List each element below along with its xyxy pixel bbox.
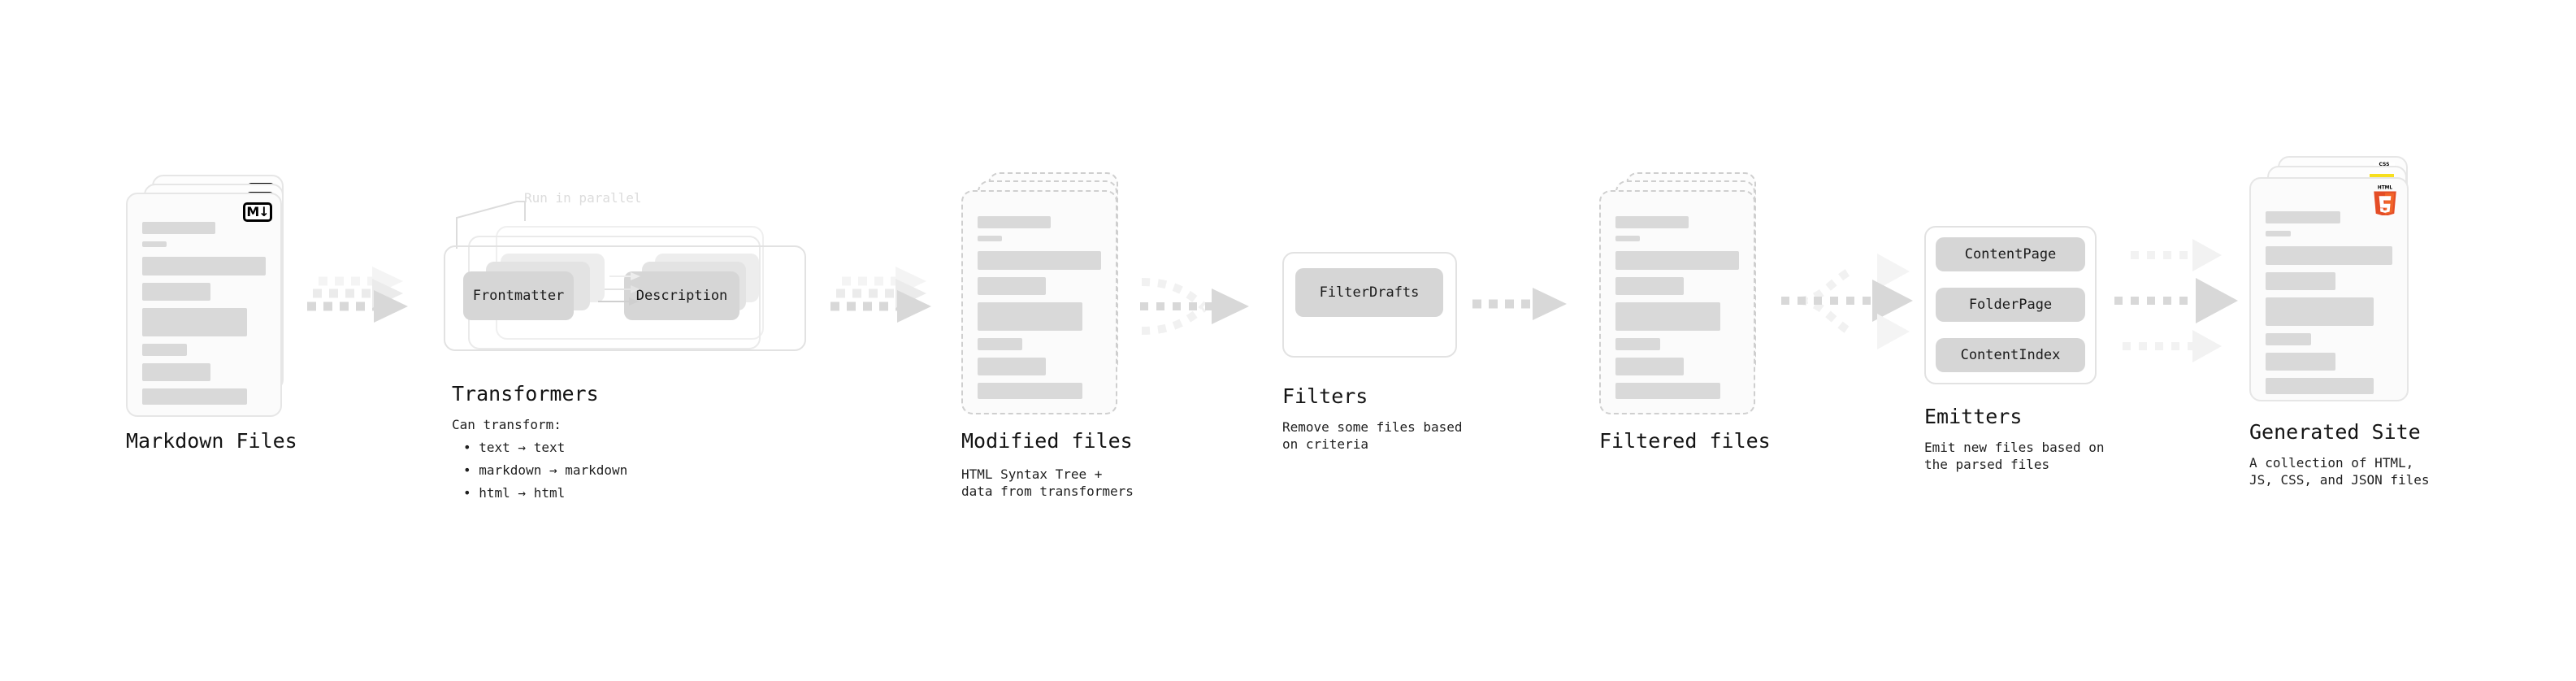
skeleton-bar (1615, 251, 1739, 270)
skeleton-bar (978, 302, 1083, 331)
modified-card-skeleton (978, 216, 1101, 406)
stage-transformers: Run in parallel Frontmatter Description (439, 190, 821, 358)
stage-caption-modified-files: HTML Syntax Tree + data from transformer… (961, 466, 1134, 499)
stage-modified-files (961, 172, 1136, 416)
transformers-bullet-2: • markdown → markdown (463, 462, 628, 478)
skeleton-bar (2266, 246, 2392, 265)
skeleton-bar (2266, 378, 2374, 394)
connector-filters-to-filtered (1472, 288, 1567, 320)
stage-title-modified-files: Modified files (961, 429, 1133, 453)
skeleton-bar (1615, 358, 1684, 375)
markdown-card-skeleton (142, 222, 266, 412)
markdown-card-front[interactable]: M↓ (126, 193, 282, 417)
skeleton-bar (1615, 236, 1641, 241)
skeleton-bar (978, 277, 1046, 295)
site-card-skeleton (2266, 211, 2392, 401)
connector-modified-to-filters (1140, 278, 1249, 335)
stage-title-emitters: Emitters (1924, 405, 2023, 428)
skeleton-bar (142, 241, 167, 247)
stage-markdown-files: M↓ M↓ M↓ (126, 175, 301, 419)
stage-caption-generated-site: A collection of HTML, JS, CSS, and JSON … (2249, 455, 2430, 488)
stage-title-filtered-files: Filtered files (1599, 429, 1771, 453)
transformers-bullet-3: • html → html (463, 485, 566, 501)
skeleton-bar (142, 257, 266, 275)
skeleton-bar (142, 308, 248, 336)
skeleton-bar (2266, 353, 2335, 371)
skeleton-bar (142, 283, 210, 301)
skeleton-bar (978, 236, 1003, 241)
skeleton-bar (142, 363, 210, 381)
emitters-group[interactable] (1924, 226, 2097, 384)
skeleton-bar (978, 338, 1022, 350)
connector-md-to-transformers (307, 267, 408, 323)
svg-text:HTML: HTML (2378, 185, 2393, 190)
stage-caption-filters: Remove some files based on criteria (1282, 419, 1463, 452)
stage-title-markdown-files: Markdown Files (126, 429, 297, 453)
stage-caption-emitters: Emit new files based on the parsed files (1924, 440, 2105, 472)
connector-filtered-to-emitters (1781, 254, 1913, 349)
filters-group[interactable] (1282, 252, 1457, 358)
skeleton-bar (142, 388, 248, 405)
site-card-front-html[interactable]: HTML (2249, 177, 2409, 401)
modified-card-front[interactable] (961, 190, 1117, 414)
markdown-badge-icon: M↓ (243, 202, 272, 222)
stage-caption-transformers: Can transform: (452, 417, 562, 432)
emitter-chip-folderpage[interactable]: FolderPage (1936, 288, 2085, 322)
skeleton-bar (1615, 383, 1721, 399)
skeleton-bar (2266, 272, 2335, 290)
transformer-chip-frontmatter[interactable]: Frontmatter (463, 271, 574, 320)
skeleton-bar (2266, 211, 2341, 223)
skeleton-bar (978, 383, 1083, 399)
css-badge-label: CSS (2379, 162, 2390, 167)
connector-transformers-to-modified (830, 267, 931, 323)
skeleton-bar (1615, 216, 1689, 228)
stage-title-filters: Filters (1282, 384, 1368, 408)
emitter-chip-contentpage[interactable]: ContentPage (1936, 237, 2085, 271)
filtered-card-skeleton (1615, 216, 1739, 406)
filter-chip-filterdrafts[interactable]: FilterDrafts (1295, 268, 1443, 317)
skeleton-bar (978, 251, 1101, 270)
stage-emitters: ContentPage FolderPage ContentIndex (1924, 226, 2097, 384)
stage-title-transformers: Transformers (452, 382, 599, 406)
html5-icon: HTML (2374, 185, 2396, 215)
transformer-chip-description[interactable]: Description (624, 271, 739, 320)
transformers-group-front[interactable] (444, 245, 806, 351)
stage-filters: FilterDrafts (1282, 252, 1457, 358)
stage-title-generated-site: Generated Site (2249, 420, 2421, 444)
skeleton-bar (2266, 333, 2312, 345)
skeleton-bar (1615, 277, 1684, 295)
run-in-parallel-bracket (456, 201, 526, 249)
stage-filtered-files (1599, 172, 1774, 416)
skeleton-bar (1615, 338, 1660, 350)
run-in-parallel-label: Run in parallel (524, 190, 642, 206)
transformers-bullet-1: • text → text (463, 440, 566, 455)
skeleton-bar (2266, 297, 2374, 326)
skeleton-bar (978, 358, 1046, 375)
filtered-card-front[interactable] (1599, 190, 1755, 414)
emitter-chip-contentindex[interactable]: ContentIndex (1936, 338, 2085, 372)
stage-generated-site: CSS HTML (2249, 156, 2424, 401)
transformers-inner-arrows (598, 272, 640, 306)
skeleton-bar (142, 222, 215, 234)
skeleton-bar (1615, 302, 1721, 331)
skeleton-bar (2266, 231, 2292, 236)
skeleton-bar (978, 216, 1051, 228)
connector-emitters-to-site (2114, 239, 2238, 362)
skeleton-bar (142, 344, 187, 356)
